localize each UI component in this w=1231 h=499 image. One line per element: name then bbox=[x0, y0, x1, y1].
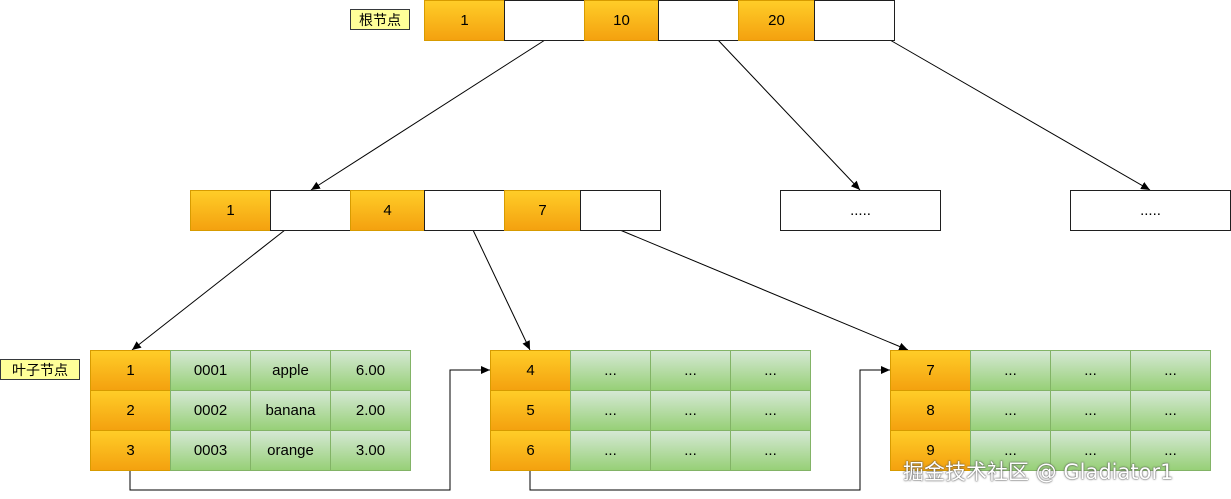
internal-to-leaf2-arrow bbox=[472, 229, 531, 351]
leaf1-to-leaf2-link bbox=[129, 366, 490, 491]
leaf-data-cell: banana bbox=[250, 390, 331, 431]
leaf-data-cell: ... bbox=[1130, 430, 1211, 471]
root-node-label: 根节点 bbox=[350, 9, 410, 30]
leaf-data-cell: ... bbox=[650, 350, 731, 391]
leaf-key: 1 bbox=[90, 350, 171, 391]
leaf-data-cell: ... bbox=[1050, 390, 1131, 431]
internal-key: 4 bbox=[350, 190, 425, 231]
root-key: 10 bbox=[584, 0, 659, 41]
placeholder-node: ..... bbox=[780, 190, 941, 231]
internal-to-leaf1-arrow bbox=[131, 229, 286, 351]
leaf2-to-leaf3-link bbox=[529, 366, 890, 491]
leaf-key: 3 bbox=[90, 430, 171, 471]
root-key: 1 bbox=[424, 0, 505, 41]
leaf-data-cell: ... bbox=[570, 390, 651, 431]
leaf-data-cell: ... bbox=[970, 350, 1051, 391]
leaf-data-cell: 0003 bbox=[170, 430, 251, 471]
leaf-key: 6 bbox=[490, 430, 571, 471]
internal-to-leaf3-arrow bbox=[619, 229, 909, 351]
leaf-node-label: 叶子节点 bbox=[0, 359, 80, 380]
internal-pointer bbox=[424, 190, 505, 231]
watermark: 掘金技术社区 @ Gladiator1 bbox=[903, 460, 1174, 484]
leaf-data-cell: ... bbox=[730, 350, 811, 391]
leaf-data-cell: 0002 bbox=[170, 390, 251, 431]
leaf-data-cell: ... bbox=[970, 390, 1051, 431]
root-key: 20 bbox=[738, 0, 815, 41]
leaf-key: 7 bbox=[890, 350, 971, 391]
leaf-data-cell: ... bbox=[1050, 350, 1131, 391]
leaf-data-cell: ... bbox=[650, 430, 731, 471]
leaf-data-cell: ... bbox=[650, 390, 731, 431]
root-pointer bbox=[814, 0, 895, 41]
leaf-data-cell: ... bbox=[730, 390, 811, 431]
internal-key: 7 bbox=[504, 190, 581, 231]
root-pointer bbox=[658, 0, 739, 41]
leaf-data-cell: ... bbox=[970, 430, 1051, 471]
leaf-data-cell: 6.00 bbox=[330, 350, 411, 391]
leaf-data-cell: ... bbox=[1130, 350, 1211, 391]
leaf-data-cell: 0001 bbox=[170, 350, 251, 391]
leaf-key: 4 bbox=[490, 350, 571, 391]
internal-pointer bbox=[580, 190, 661, 231]
leaf-key: 9 bbox=[890, 430, 971, 471]
internal-key: 1 bbox=[190, 190, 271, 231]
leaf-data-cell: 2.00 bbox=[330, 390, 411, 431]
leaf-data-cell: 3.00 bbox=[330, 430, 411, 471]
root-to-right-node-arrow bbox=[889, 39, 1151, 191]
leaf-data-cell: ... bbox=[570, 350, 651, 391]
placeholder-node: ..... bbox=[1070, 190, 1231, 231]
leaf-key: 5 bbox=[490, 390, 571, 431]
leaf-data-cell: ... bbox=[1050, 430, 1131, 471]
leaf-data-cell: ... bbox=[730, 430, 811, 471]
leaf-key: 2 bbox=[90, 390, 171, 431]
leaf-data-cell: orange bbox=[250, 430, 331, 471]
root-to-middle-node-arrow bbox=[717, 39, 861, 191]
internal-pointer bbox=[270, 190, 351, 231]
leaf-key: 8 bbox=[890, 390, 971, 431]
leaf-data-cell: ... bbox=[1130, 390, 1211, 431]
leaf-data-cell: ... bbox=[570, 430, 651, 471]
root-to-internal-arrow bbox=[310, 39, 546, 191]
leaf-data-cell: apple bbox=[250, 350, 331, 391]
root-pointer bbox=[504, 0, 585, 41]
